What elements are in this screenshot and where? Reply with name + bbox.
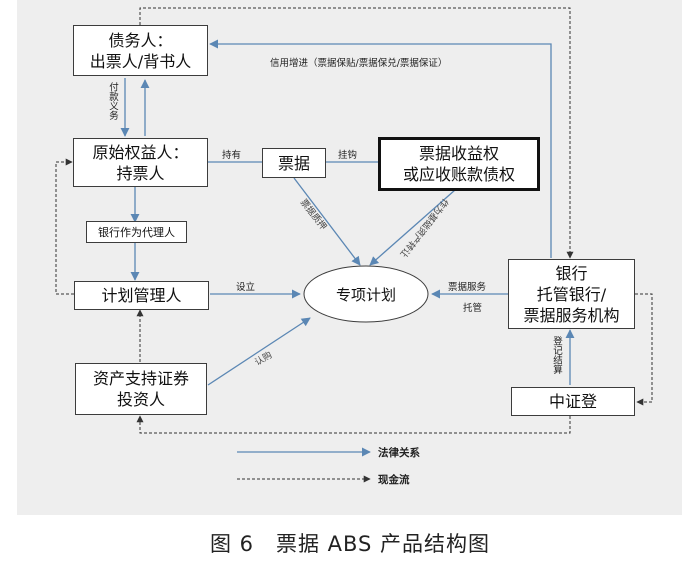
linked-label: 挂钩 bbox=[338, 150, 358, 161]
plan-manager-box: 计划管理人 bbox=[74, 281, 209, 310]
csdc-label: 中证登 bbox=[548, 392, 597, 411]
subscribe-arrow bbox=[207, 317, 311, 386]
bank-box: 银行 托管银行/ 票据服务机构 bbox=[508, 259, 635, 329]
bank-agent-box: 银行作为代理人 bbox=[86, 221, 187, 243]
registration-settlement-label: 登记结算 bbox=[551, 336, 562, 374]
investor-label: 资产支持证券 投资人 bbox=[92, 369, 189, 409]
legend-cash-label: 现金流 bbox=[378, 474, 410, 486]
establish-label: 设立 bbox=[236, 282, 256, 293]
original-owner-box: 原始权益人： 持票人 bbox=[73, 138, 208, 187]
bill-rights-label: 票据收益权 或应收账款债权 bbox=[402, 144, 515, 184]
investor-box: 资产支持证券 投资人 bbox=[75, 363, 207, 415]
legend-legal-label: 法律关系 bbox=[378, 447, 420, 459]
bill-box: 票据 bbox=[262, 148, 326, 178]
special-plan-ellipse bbox=[303, 265, 429, 323]
plan-manager-label: 计划管理人 bbox=[101, 286, 182, 305]
csdc-box: 中证登 bbox=[511, 387, 635, 416]
cash-flow-left bbox=[55, 158, 74, 295]
bill-service-label: 票据服务 bbox=[448, 282, 487, 293]
cash-flow-top bbox=[139, 7, 574, 259]
debtor-label: 债务人： 出票人/背书人 bbox=[89, 30, 192, 71]
bank-label: 银行 托管银行/ 票据服务机构 bbox=[523, 263, 620, 325]
custody-label: 托管 bbox=[463, 303, 483, 314]
debtor-box: 债务人： 出票人/背书人 bbox=[73, 25, 208, 76]
underlying-asset-arrow bbox=[369, 189, 456, 266]
cash-flow-bottom bbox=[136, 415, 571, 434]
cash-flow-right bbox=[635, 293, 653, 406]
credit-enhancement-arrow bbox=[209, 39, 552, 258]
credit-enhancement-label: 信用增进（票据保贴/票据保兑/票据保证） bbox=[270, 58, 448, 69]
original-owner-label: 原始权益人： 持票人 bbox=[92, 142, 189, 183]
pledge-arrow bbox=[293, 177, 361, 266]
holding-label: 持有 bbox=[222, 150, 242, 161]
special-plan-label: 专项计划 bbox=[335, 285, 396, 304]
bill-label: 票据 bbox=[277, 153, 310, 173]
payment-obligation-label: 付款义务 bbox=[107, 82, 118, 120]
bill-rights-box: 票据收益权 或应收账款债权 bbox=[378, 137, 540, 191]
figure-caption: 图 6 票据 ABS 产品结构图 bbox=[209, 532, 491, 556]
bank-agent-label: 银行作为代理人 bbox=[98, 225, 175, 239]
